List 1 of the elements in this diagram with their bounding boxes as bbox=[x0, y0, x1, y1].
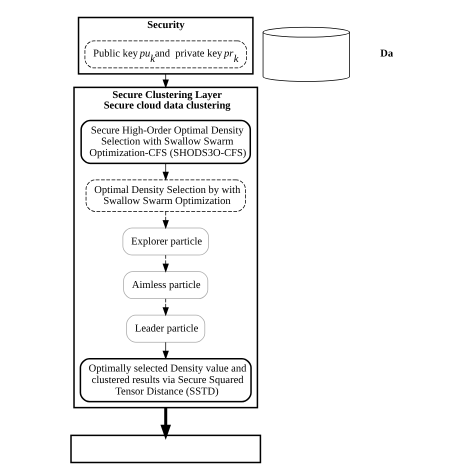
node-label: Da bbox=[380, 48, 393, 60]
